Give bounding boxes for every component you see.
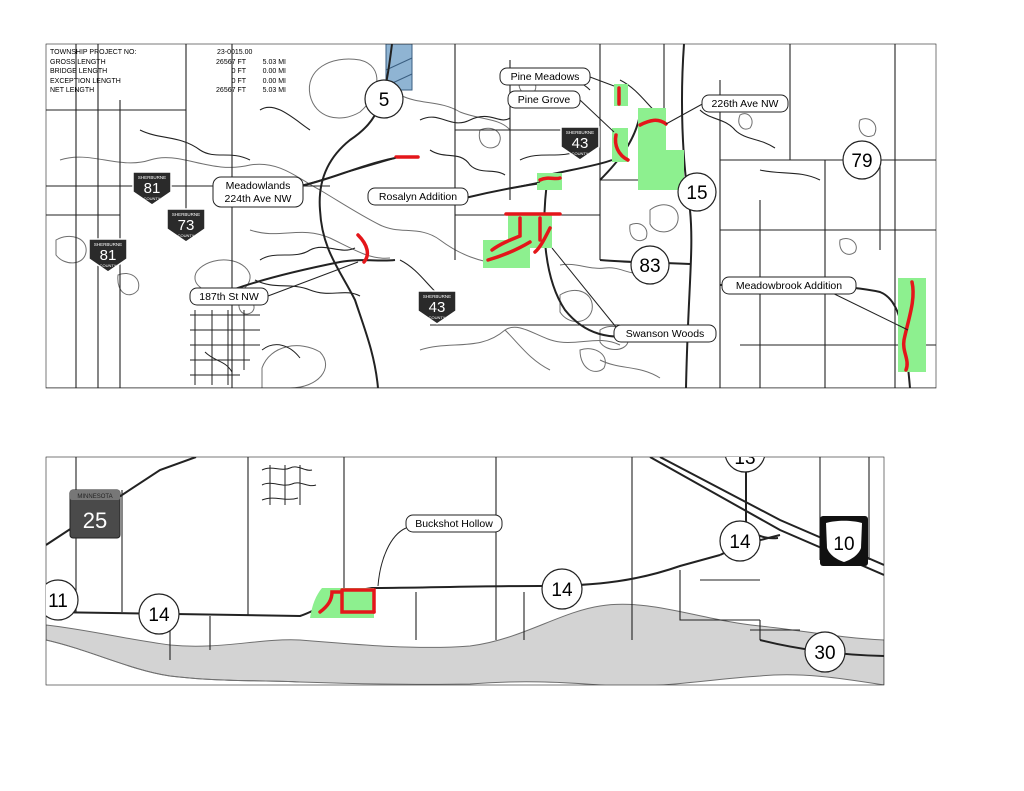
stats-row: EXCEPTION LENGTH 0 FT 0.00 MI [50, 77, 286, 85]
bottom-map-panel [46, 457, 884, 685]
stats-row: BRIDGE LENGTH 0 FT 0.00 MI [50, 68, 286, 76]
svg-text:SHERBURNE: SHERBURNE [94, 242, 122, 247]
streams [59, 94, 661, 379]
subdivision-streets [190, 310, 301, 385]
river [46, 603, 884, 685]
svg-text:81: 81 [144, 180, 161, 197]
svg-text:COUNTY: COUNTY [429, 315, 446, 320]
county-shield-43-south: SHERBURNE 43 COUNTY [417, 290, 457, 325]
svg-text:Buckshot Hollow: Buckshot Hollow [415, 518, 493, 530]
stats-row: NET LENGTH 26567 FT 5.03 MI [50, 87, 286, 95]
svg-text:14: 14 [148, 605, 170, 626]
callout-226th-ave: 226th Ave NW [701, 94, 789, 113]
route-marker-79: 79 [842, 140, 882, 180]
callout-187th-st: 187th St NW [189, 287, 269, 306]
svg-text:Rosalyn Addition: Rosalyn Addition [379, 191, 457, 203]
county-shields: SHERBURNE 81 COUNTY SHERBURNE 73 COUNTY … [88, 126, 600, 325]
svg-text:SHERBURNE: SHERBURNE [172, 212, 200, 217]
svg-text:Pine Meadows: Pine Meadows [511, 71, 580, 83]
project-no-value: 23-0015.00 [217, 49, 253, 56]
county-shield-73: SHERBURNE 73 COUNTY [166, 208, 206, 243]
top-panel-frame [45, 43, 937, 389]
us-highway-shield-10: 10 [820, 516, 868, 566]
svg-text:43: 43 [572, 135, 589, 152]
svg-text:COUNTY: COUNTY [144, 196, 161, 201]
project-segments-bottom [318, 588, 376, 614]
svg-text:43: 43 [429, 299, 446, 316]
route-marker-15: 15 [677, 172, 717, 212]
route-marker-30: 30 [804, 631, 846, 673]
callout-swanson-woods: Swanson Woods [613, 324, 717, 343]
svg-text:10: 10 [833, 534, 854, 555]
callout-labels: Pine Meadows Pine Grove 226th Ave NW Mea… [189, 67, 857, 533]
callout-rosalyn-addition: Rosalyn Addition [367, 187, 469, 206]
svg-text:Meadowbrook Addition: Meadowbrook Addition [736, 280, 842, 292]
callout-buckshot-hollow: Buckshot Hollow [405, 514, 503, 533]
county-shield-43-north: SHERBURNE 43 COUNTY [560, 126, 600, 161]
route-marker-11: 11 [46, 579, 79, 621]
svg-text:15: 15 [686, 183, 707, 204]
svg-text:30: 30 [814, 643, 835, 664]
svg-text:14: 14 [551, 580, 573, 601]
project-info-table: TOWNSHIP PROJECT NO: 23-0015.00 GROSS LE… [50, 48, 286, 96]
svg-text:187th St NW: 187th St NW [199, 291, 259, 303]
svg-text:SHERBURNE: SHERBURNE [423, 294, 451, 299]
local-roads-bottom [75, 457, 870, 660]
subdivision-streets-bottom [261, 465, 317, 505]
bottom-panel-frame [45, 456, 885, 686]
svg-text:MINNESOTA: MINNESOTA [77, 494, 112, 500]
svg-text:25: 25 [83, 508, 107, 533]
svg-text:Pine Grove: Pine Grove [518, 94, 571, 106]
svg-text:Swanson Woods: Swanson Woods [626, 328, 705, 340]
route-marker-5: 5 [364, 79, 404, 119]
svg-text:14: 14 [729, 532, 751, 553]
route-marker-14-west: 14 [138, 593, 180, 635]
svg-text:COUNTY: COUNTY [100, 263, 117, 268]
callout-meadowlands: Meadowlands 224th Ave NW [212, 176, 304, 208]
svg-text:226th Ave NW: 226th Ave NW [712, 98, 779, 110]
svg-text:224th Ave NW: 224th Ave NW [225, 193, 292, 205]
route-marker-14-center: 14 [541, 568, 583, 610]
svg-text:COUNTY: COUNTY [178, 233, 195, 238]
svg-text:Meadowlands: Meadowlands [226, 180, 291, 192]
callout-meadowbrook-addition: Meadowbrook Addition [721, 276, 857, 295]
svg-text:COUNTY: COUNTY [572, 151, 589, 156]
route-marker-13: 13 [725, 448, 765, 473]
svg-text:79: 79 [851, 151, 872, 172]
svg-text:5: 5 [379, 90, 390, 111]
svg-text:83: 83 [639, 256, 660, 277]
route-markers: 5 79 15 83 14 14 14 11 30 13 [46, 79, 882, 673]
svg-text:SHERBURNE: SHERBURNE [138, 175, 166, 180]
svg-text:SHERBURNE: SHERBURNE [566, 130, 594, 135]
project-no-label: TOWNSHIP PROJECT NO: [50, 49, 137, 56]
state-highway-shield-25: MINNESOTA 25 [69, 489, 121, 539]
svg-text:11: 11 [48, 591, 68, 612]
route-marker-83: 83 [630, 245, 670, 285]
callout-pine-meadows: Pine Meadows [499, 67, 591, 86]
route-marker-14-east: 14 [719, 520, 761, 562]
stats-row: GROSS LENGTH 26567 FT 5.03 MI [50, 58, 286, 66]
svg-text:81: 81 [100, 247, 117, 264]
project-segments [356, 86, 915, 372]
county-shield-81-north: SHERBURNE 81 COUNTY [132, 171, 172, 206]
callout-pine-grove: Pine Grove [507, 90, 581, 109]
county-shield-81-south: SHERBURNE 81 COUNTY [88, 238, 128, 273]
svg-text:73: 73 [178, 217, 195, 234]
svg-text:13: 13 [734, 448, 755, 469]
